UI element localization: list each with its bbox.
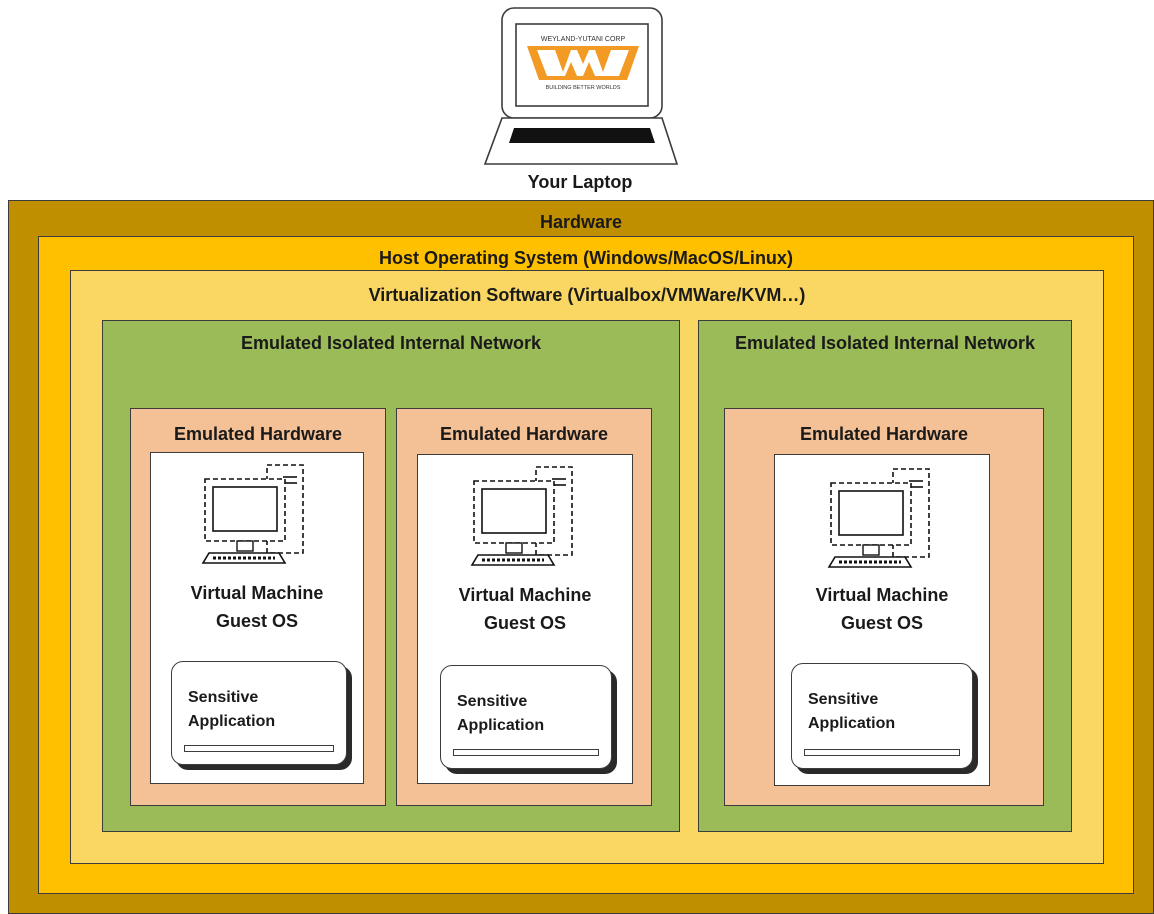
virtualization-label: Virtualization Software (Virtualbox/VMWa… — [368, 285, 806, 305]
vm-title-line2: Guest OS — [483, 613, 567, 633]
network-title: Emulated Isolated Internal Network — [240, 333, 542, 353]
emulated-hardware-label: Emulated Hardware — [439, 424, 609, 444]
weyland-yutani-logo: WEYLAND-YUTANI CORP BUILDING BETTER WORL… — [521, 28, 645, 94]
desktop-computer-icon — [470, 466, 573, 566]
app-label: Sensitive Application — [188, 686, 275, 734]
app-progress-bar — [184, 745, 334, 752]
virtual-machine-2: Virtual Machine Guest OS Sensitive Appli… — [417, 454, 633, 784]
app-label: Sensitive Application — [808, 688, 895, 736]
vm-title-line1: Virtual Machine — [458, 585, 592, 605]
sensitive-application: Sensitive Application — [791, 663, 973, 769]
hardware-label: Hardware — [539, 212, 623, 232]
laptop-caption: Your Laptop — [527, 172, 633, 192]
vm-title-line2: Guest OS — [215, 611, 299, 631]
app-label-line1: Sensitive — [188, 689, 259, 706]
logo-bottom-text: BUILDING BETTER WORLDS — [546, 85, 621, 91]
app-label-line1: Sensitive — [457, 693, 528, 710]
app-label-line2: Application — [188, 713, 276, 730]
virtual-machine-3: Virtual Machine Guest OS Sensitive Appli… — [774, 454, 990, 786]
sensitive-application: Sensitive Application — [171, 661, 347, 765]
host-os-label: Host Operating System (Windows/MacOS/Lin… — [379, 248, 793, 268]
logo-top-text: WEYLAND-YUTANI CORP — [541, 36, 626, 43]
vm-title: Virtual Machine Guest OS — [418, 581, 632, 637]
network-title: Emulated Isolated Internal Network — [734, 333, 1036, 353]
desktop-computer-icon — [201, 464, 304, 564]
vm-title-line1: Virtual Machine — [815, 585, 949, 605]
app-label: Sensitive Application — [457, 690, 544, 738]
emulated-hardware-label: Emulated Hardware — [799, 424, 969, 444]
virtual-machine-1: Virtual Machine Guest OS Sensitive Appli… — [150, 452, 364, 784]
vm-title-line2: Guest OS — [840, 613, 924, 633]
app-label-line1: Sensitive — [808, 691, 879, 708]
vm-title: Virtual Machine Guest OS — [775, 581, 989, 637]
app-label-line2: Application — [808, 715, 896, 732]
vm-title-line1: Virtual Machine — [190, 583, 324, 603]
app-progress-bar — [804, 749, 960, 756]
sensitive-application: Sensitive Application — [440, 665, 612, 769]
app-progress-bar — [453, 749, 599, 756]
desktop-computer-icon — [827, 468, 930, 568]
app-label-line2: Application — [457, 717, 545, 734]
vm-title: Virtual Machine Guest OS — [151, 579, 363, 635]
emulated-hardware-label: Emulated Hardware — [173, 424, 343, 444]
